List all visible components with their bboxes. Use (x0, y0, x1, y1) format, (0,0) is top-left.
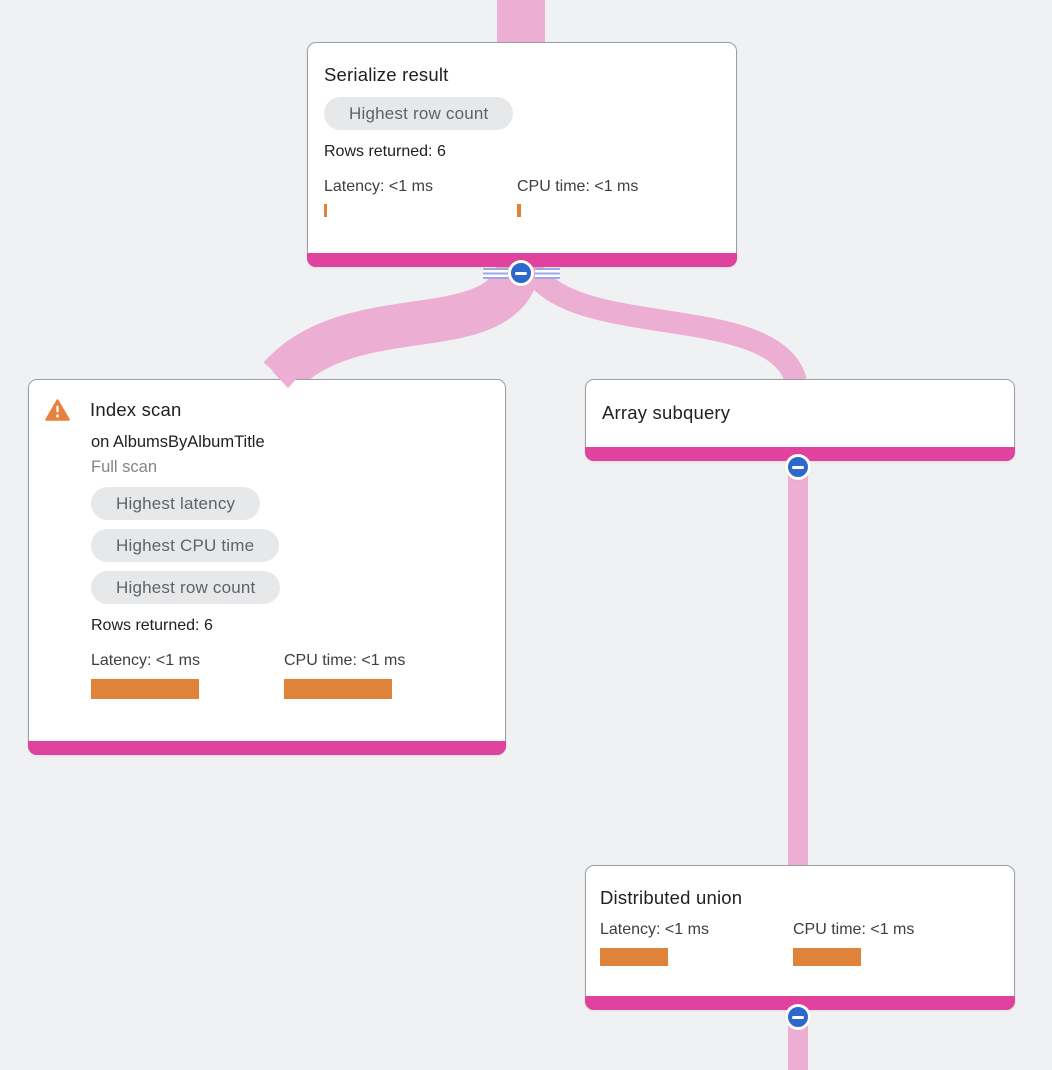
edge-top-serialize (497, 0, 545, 45)
node-array-subquery[interactable]: Array subquery (585, 379, 1015, 461)
cpu-time-bar (284, 679, 392, 699)
node-title: Index scan (90, 399, 182, 420)
latency-label: Latency: <1 ms (91, 652, 200, 669)
cpu-time-label: CPU time: <1 ms (793, 921, 915, 938)
latency-bar (91, 679, 199, 699)
rows-returned-label: Rows returned: 6 (91, 617, 213, 634)
index-target-label: on AlbumsByAlbumTitle (91, 433, 265, 451)
collapse-array-subquery-button[interactable] (785, 454, 811, 480)
warning-icon (45, 399, 70, 421)
collapse-distributed-union-button[interactable] (785, 1004, 811, 1030)
node-footer-bar (28, 741, 506, 755)
row-stripes-icon (535, 268, 560, 279)
node-title: Array subquery (602, 402, 731, 423)
cpu-time-bar (517, 204, 521, 217)
latency-label: Latency: <1 ms (600, 921, 709, 938)
node-serialize-result[interactable]: Serialize result Highest row count Rows … (307, 42, 737, 267)
badge-highest-row-count: Highest row count (324, 97, 514, 130)
latency-bar (324, 204, 327, 217)
collapse-serialize-result-button[interactable] (508, 260, 534, 286)
scan-type-label: Full scan (91, 458, 158, 476)
edge-array-subquery-distributed-union (788, 450, 808, 870)
badge-highest-latency: Highest latency (91, 487, 261, 520)
node-index-scan[interactable]: Index scan on AlbumsByAlbumTitle Full sc… (28, 379, 506, 755)
node-distributed-union[interactable]: Distributed union Latency: <1 ms CPU tim… (585, 865, 1015, 1010)
cpu-time-label: CPU time: <1 ms (284, 652, 406, 669)
cpu-time-label: CPU time: <1 ms (517, 178, 639, 195)
latency-label: Latency: <1 ms (324, 178, 433, 195)
cpu-time-bar (793, 948, 861, 966)
edge-serialize-index-scan (263, 259, 541, 393)
node-title: Serialize result (324, 64, 449, 85)
rows-returned-label: Rows returned: 6 (324, 143, 446, 160)
node-footer-bar (585, 996, 1015, 1010)
row-stripes-icon (483, 268, 508, 279)
badge-highest-row-count: Highest row count (91, 571, 281, 604)
edge-serialize-array-subquery (520, 260, 807, 385)
node-title: Distributed union (600, 887, 743, 908)
latency-bar (600, 948, 668, 966)
badge-highest-cpu-time: Highest CPU time (91, 529, 280, 562)
